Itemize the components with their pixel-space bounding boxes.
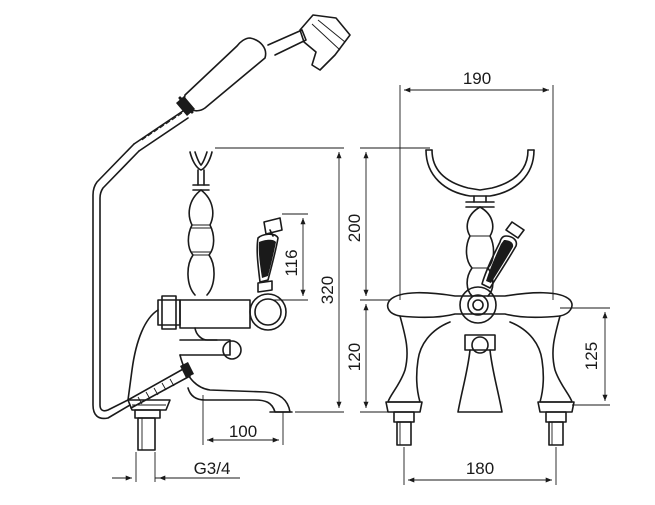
front-inlets <box>385 401 575 446</box>
front-cradle <box>425 149 535 297</box>
dimension-spout-reach: 100 <box>202 395 284 445</box>
dimension-thread: G3/4 <box>112 452 240 482</box>
lever-height-label: 116 <box>282 249 301 276</box>
inlet-centres-label: 180 <box>466 459 494 478</box>
mixer-body <box>127 293 287 401</box>
inlet-leg <box>127 399 171 451</box>
dimension-cradle-height: 200 <box>345 147 430 301</box>
cradle-height-label: 200 <box>345 214 364 242</box>
front-body <box>386 286 573 413</box>
dimension-overall-height: 320 <box>215 147 344 413</box>
body-height-label: 120 <box>345 343 364 371</box>
hand-shower-icon <box>176 14 351 116</box>
side-view: 116 320 100 G3/4 <box>92 14 351 482</box>
front-lever <box>481 221 525 289</box>
front-view: 190 200 120 125 180 <box>345 69 610 485</box>
shower-cradle <box>187 151 215 296</box>
shower-hose <box>92 110 194 420</box>
dimension-inlet-centres: 180 <box>403 447 557 485</box>
dimension-body-height: 120 <box>345 304 390 413</box>
bath-spout <box>179 354 293 413</box>
lever-handle <box>256 217 283 293</box>
thread-label: G3/4 <box>194 459 231 478</box>
overall-height-label: 320 <box>318 276 337 304</box>
dimension-width: 190 <box>399 69 554 300</box>
dimension-spout-height: 125 <box>560 307 610 406</box>
dimension-lever-height: 116 <box>272 213 308 301</box>
spout-reach-label: 100 <box>229 422 257 441</box>
spout-height-label: 125 <box>582 342 601 370</box>
width-label: 190 <box>463 69 491 88</box>
